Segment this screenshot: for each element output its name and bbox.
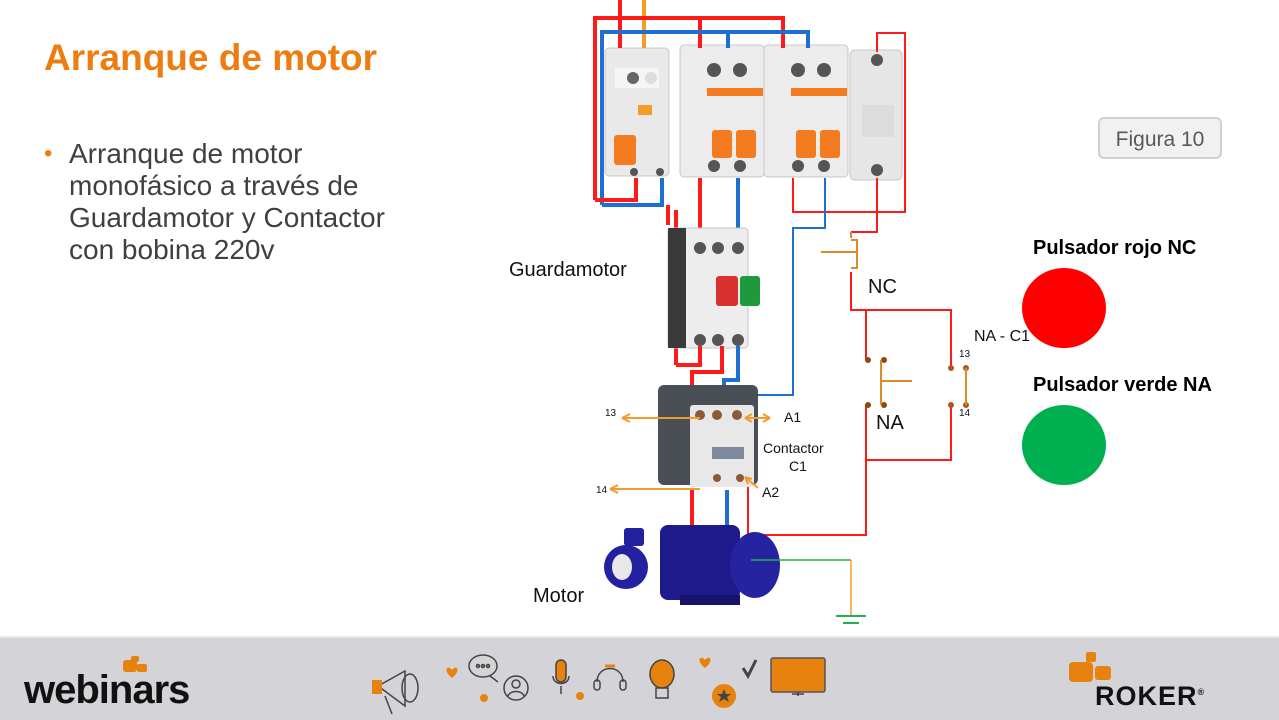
heart-icon [699, 657, 711, 668]
wiring-diagram [593, 0, 969, 624]
microphone-icon [552, 659, 570, 694]
a2-label: A2 [762, 484, 780, 500]
bullet-line: monofásico a través de [69, 170, 359, 201]
figure-badge: Figura 10 [1098, 117, 1222, 159]
na-switch-symbol [865, 357, 912, 408]
registered-mark: ® [1197, 687, 1206, 697]
user-icon [503, 675, 529, 701]
contactor-label-line1: Contactor [763, 440, 824, 456]
a1-label: A1 [784, 409, 802, 425]
terminal-13-left-label: 13 [605, 408, 617, 419]
chat-bubble-icon [468, 654, 499, 683]
na-c1-label: NA - C1 [974, 328, 1031, 345]
roker-logo-text: ROKER [1095, 681, 1198, 711]
contactor-device [658, 385, 758, 487]
na-label: NA [876, 412, 904, 434]
slide-title: Arranque de motor [44, 37, 378, 78]
bullet-dot: • [44, 140, 53, 167]
terminal-14-right-label: 14 [959, 408, 971, 419]
star-badge-icon [712, 684, 736, 708]
bullet-line: con bobina 220v [69, 234, 275, 265]
control-wires [741, 32, 952, 536]
roker-logo: ROKER® [1095, 681, 1205, 712]
ground-symbol [751, 559, 866, 624]
differential-breaker [604, 47, 670, 177]
heart-icon [446, 667, 458, 678]
circuit-breaker-2 [763, 44, 849, 178]
guardamotor-label: Guardamotor [509, 259, 627, 281]
footer-banner: webinars ROKER® [0, 636, 1279, 720]
motor-pump [604, 525, 780, 605]
terminal-14-left-label: 14 [596, 485, 608, 496]
webinars-logo: webinars [24, 668, 190, 712]
terminal-13-right-label: 13 [959, 349, 971, 360]
supply-wires [593, 0, 810, 365]
headphones-icon [593, 664, 627, 691]
terminal-arrows [609, 413, 771, 494]
circuit-breaker-1 [679, 44, 765, 178]
nc-label: NC [868, 276, 897, 298]
monitor-icon [770, 657, 826, 696]
bullet-text: Arranque de motor monofásico a través de… [69, 138, 469, 266]
megaphone-icon [372, 669, 419, 715]
footer-divider [0, 636, 1279, 638]
checkmark-icon [741, 659, 758, 680]
green-pushbutton-title: Pulsador verde NA [1033, 374, 1212, 396]
motor-protector-device [667, 227, 760, 349]
bullet-line: Arranque de motor [69, 138, 303, 169]
motor-label: Motor [533, 585, 585, 607]
dot-decoration [480, 692, 584, 702]
slide: Arranque de motor • Arranque de motor mo… [44, 0, 1222, 624]
na-c1-contact-symbol [948, 365, 969, 408]
lightbulb-icon [649, 659, 675, 699]
webinars-logo-mark [123, 656, 147, 672]
roker-logo-mark [1069, 652, 1111, 682]
red-pushbutton-title: Pulsador rojo NC [1033, 237, 1197, 259]
nc-switch-symbol [821, 232, 858, 269]
fuse-holder [849, 49, 903, 181]
contactor-label-line2: C1 [789, 458, 807, 474]
footer-graphics [123, 652, 1111, 715]
green-pushbutton-circle [1022, 405, 1106, 485]
red-pushbutton-circle [1022, 268, 1106, 348]
bullet-line: Guardamotor y Contactor [69, 202, 385, 233]
